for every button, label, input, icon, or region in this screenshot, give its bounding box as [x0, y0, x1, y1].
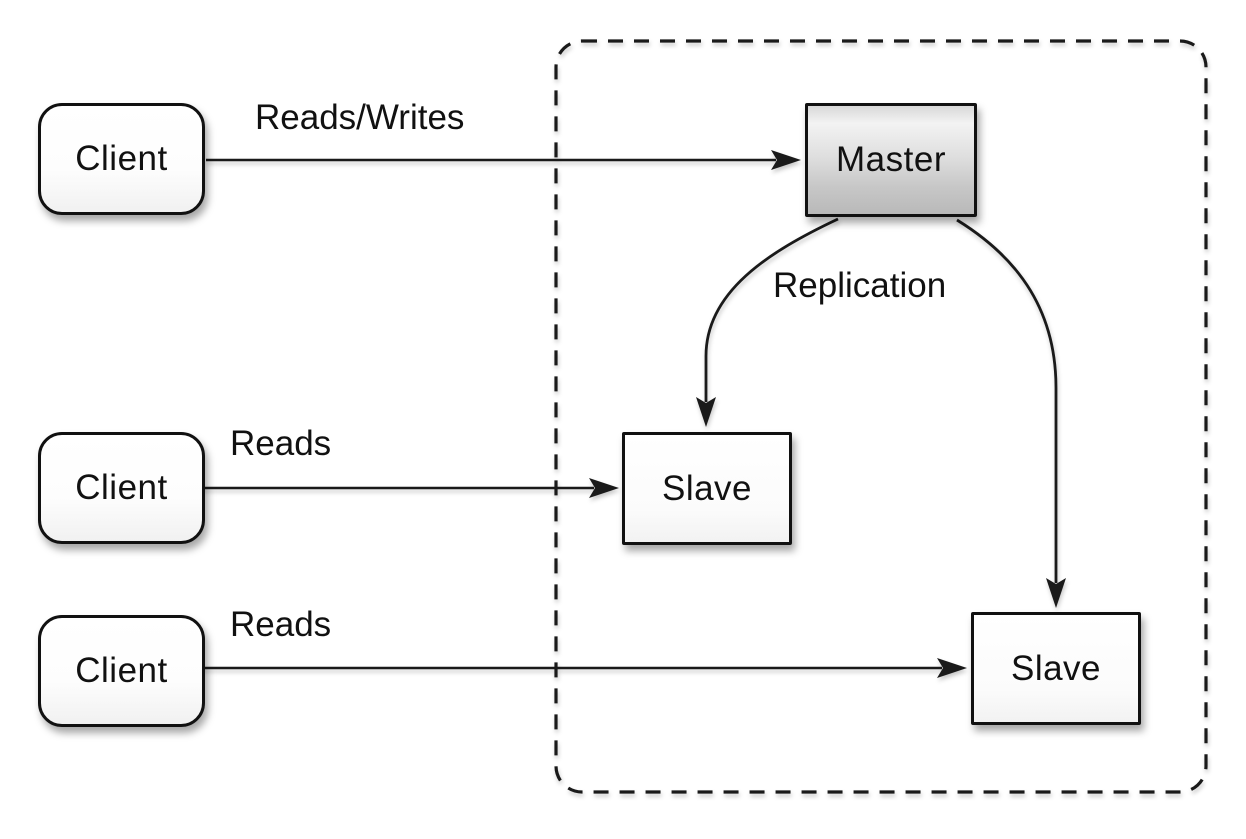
edge-label-reads-1: Reads	[230, 424, 332, 463]
master-node-label: Master	[836, 140, 946, 179]
slave-node-1-label: Slave	[661, 468, 753, 508]
edge-label-reads-2: Reads	[230, 605, 332, 644]
master-node: Master	[805, 103, 977, 217]
edge-reads-writes-arrowhead-icon	[771, 150, 801, 170]
client-node-3-label: Client	[75, 651, 168, 690]
edge-reads-2-arrowhead-icon	[937, 658, 967, 678]
edge-replication-left-arrowhead-icon	[696, 397, 716, 427]
slave-node-2: Slave	[971, 612, 1141, 725]
client-node-2-label: Client	[75, 468, 168, 507]
slave-node-2-label: Slave	[1010, 648, 1102, 688]
client-node-1-label: Client	[75, 139, 168, 178]
edge-reads-1-arrowhead-icon	[589, 478, 619, 498]
client-node-1: Client	[38, 103, 205, 215]
client-node-2: Client	[38, 432, 205, 544]
edge-label-reads-writes: Reads/Writes	[255, 98, 465, 137]
client-node-3: Client	[38, 615, 205, 727]
edge-replication-right-curve	[956, 218, 1058, 583]
slave-node-1: Slave	[622, 432, 792, 545]
edge-label-replication: Replication	[773, 266, 947, 305]
edge-replication-left-curve	[704, 217, 839, 402]
edge-replication-right-arrowhead-icon	[1046, 578, 1066, 608]
replication-group-border	[554, 39, 1208, 794]
